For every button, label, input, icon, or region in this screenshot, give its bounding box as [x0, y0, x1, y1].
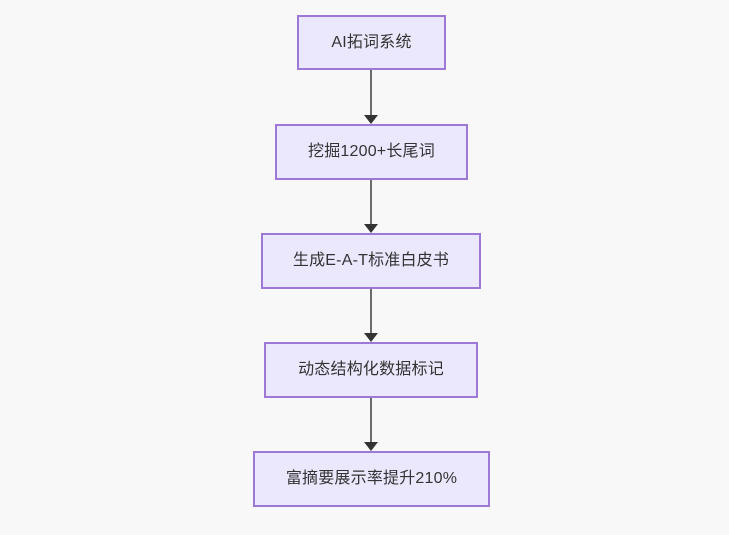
flow-node-3[interactable]: 生成E-A-T标准白皮书	[261, 233, 481, 289]
edge-connector-4	[364, 398, 378, 451]
arrowhead-icon	[364, 333, 378, 342]
edge-line	[370, 180, 372, 225]
edge-connector-3	[364, 289, 378, 342]
flow-node-2[interactable]: 挖掘1200+长尾词	[275, 124, 468, 180]
flow-node-label: 生成E-A-T标准白皮书	[292, 252, 450, 270]
arrowhead-icon	[364, 115, 378, 124]
edge-line	[370, 289, 372, 334]
flow-node-5[interactable]: 富摘要展示率提升210%	[253, 451, 490, 507]
flow-node-1[interactable]: AI拓词系统	[297, 15, 446, 70]
flow-node-label: 富摘要展示率提升210%	[285, 470, 458, 488]
edge-connector-2	[364, 180, 378, 233]
edge-line	[370, 398, 372, 443]
edge-line	[370, 70, 372, 116]
flow-node-label: AI拓词系统	[331, 33, 412, 51]
flow-node-4[interactable]: 动态结构化数据标记	[264, 342, 478, 398]
arrowhead-icon	[364, 442, 378, 451]
arrowhead-icon	[364, 224, 378, 233]
flow-node-label: 挖掘1200+长尾词	[308, 143, 435, 161]
edge-connector-1	[364, 70, 378, 124]
flow-node-label: 动态结构化数据标记	[298, 361, 444, 379]
